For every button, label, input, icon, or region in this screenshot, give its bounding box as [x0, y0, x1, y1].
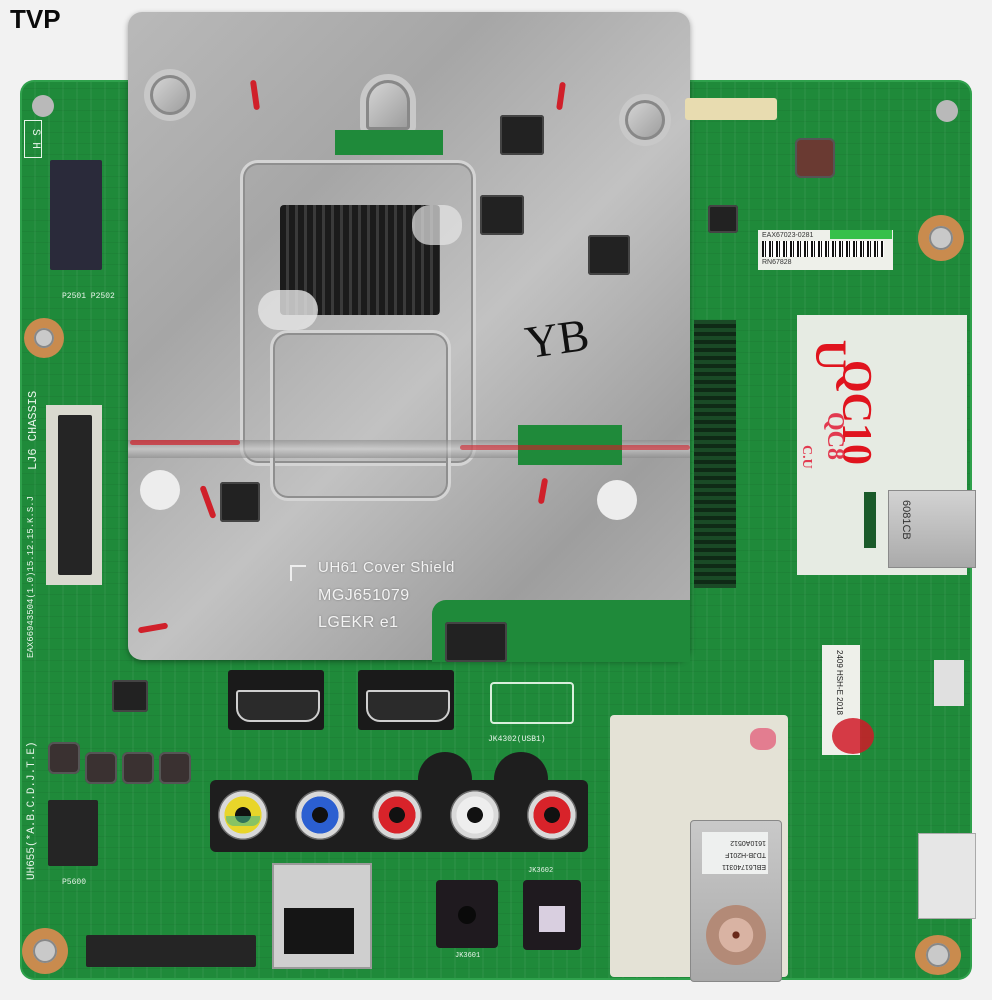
ic-window-3: [588, 235, 630, 275]
thermal-tape-2: [412, 205, 462, 245]
model-label: UH655(*A.B.C.D.J.T.E): [26, 741, 38, 880]
handwritten-cu: C.U: [799, 445, 814, 469]
tuner-label-line3: 1610A0512: [730, 839, 766, 846]
shield-emboss-center: [240, 160, 476, 466]
shield-screw-left: [150, 75, 190, 115]
rca-jack-component-pb: [295, 790, 345, 840]
usb-header-outline: [490, 682, 574, 724]
mounting-hole-bottom-right-inner: [926, 943, 950, 967]
inductor-3: [122, 752, 154, 784]
side-sticker-red-mark: [832, 718, 874, 754]
ic-chip-right-top: [708, 205, 738, 233]
rca-jack-green-band: [226, 816, 260, 826]
hdmi-port-2: [366, 690, 450, 722]
shield-screw-right: [625, 100, 665, 140]
shield-screw-top: [366, 80, 410, 130]
barcode-green-tag: [830, 230, 892, 239]
shield-emboss-inner: [270, 330, 451, 501]
pcb-part-label: EAX66943504(1.0)15.12.15.K.S.J: [26, 495, 36, 658]
watermark-text: TVP: [10, 4, 61, 34]
shield-text-line3: LGEKR e1: [318, 614, 399, 631]
side-port-hdmi: [918, 833, 976, 919]
rca-jack-composite-video: [218, 790, 268, 840]
usb-port: [888, 490, 976, 568]
barcode-subtext: RN67828: [762, 259, 792, 266]
ic-window-4: [220, 482, 260, 522]
power-inductor: [795, 138, 835, 178]
ic-window-1: [500, 115, 544, 155]
mounting-hole-left-inner: [34, 328, 54, 348]
mounting-hole-right-inner: [929, 226, 953, 250]
pin-header: [694, 320, 736, 588]
chassis-label: LJ6 CHASSIS: [26, 390, 40, 470]
rca-jack-audio-left: [450, 790, 500, 840]
screw-hole-top-right: [936, 100, 958, 122]
inductor-1: [48, 742, 80, 774]
connector-p2501-label: P2501 P2502: [62, 292, 115, 301]
silk-sh-label: S H: [24, 120, 42, 158]
red-mark-ridge: [130, 440, 240, 445]
shield-text-line1: UH61 Cover Shield: [318, 559, 455, 576]
ic-window-2: [480, 195, 524, 235]
usb-header-label: JK4302(USB1): [488, 735, 546, 744]
barcode: [762, 241, 884, 257]
shield-hole-right: [597, 480, 637, 520]
hdmi-port-1: [236, 690, 320, 722]
background-edge: [0, 80, 20, 980]
tuner-label: EBL61740311 TDJB-H201F 1610A0512: [702, 832, 768, 874]
shield-hole-left: [140, 470, 180, 510]
connector-p2501: [50, 160, 102, 270]
inductor-2: [85, 752, 117, 784]
connector-p5600: [48, 800, 98, 866]
optical-jack-3602-window: [539, 906, 565, 932]
ic-chip-under-shield: [445, 622, 507, 662]
barcode-text: EAX67023-0281: [762, 232, 814, 239]
optical-jack-label: JK3602: [528, 867, 554, 875]
rca-jack-audio-right: [527, 790, 577, 840]
screw-hole-top-left: [32, 95, 54, 117]
side-connector-small: [934, 660, 964, 706]
audio-jack-3601-hole: [458, 906, 476, 924]
ic-chip-left: [112, 680, 148, 712]
shield-window-top: [335, 130, 443, 155]
mounting-hole-bottom-left-inner: [33, 939, 57, 963]
thermal-tape: [258, 290, 318, 330]
inductor-4: [159, 752, 191, 784]
fpc-connector-bottom: [86, 935, 256, 967]
audio-jack-label: JK3601: [455, 952, 481, 960]
ethernet-port-opening: [284, 908, 354, 954]
usb-port-text: 6081CB: [900, 500, 912, 540]
red-mark-ridge-2: [460, 445, 690, 450]
shield-text-line2: MGJ651079: [318, 587, 410, 604]
tuner-pink-mark: [750, 728, 776, 750]
usb-side-label: [864, 492, 876, 548]
shield-corner-mark: [290, 565, 306, 581]
tuner-label-line2: TDJB-H201F: [725, 851, 766, 858]
connector-p5600-label: P5600: [62, 878, 87, 887]
marker-initials: YB: [521, 308, 593, 369]
connector-ribbon-top: [685, 98, 777, 120]
rca-jack-component-pr: [372, 790, 422, 840]
lvds-connector: [58, 415, 92, 575]
side-sticker-text: 2409 HSH-E 2018: [835, 650, 844, 715]
tuner-label-line1: EBL61740311: [722, 863, 766, 870]
handwritten-qc8: QC8: [822, 412, 848, 460]
tuner-rf-connector: [706, 905, 766, 965]
